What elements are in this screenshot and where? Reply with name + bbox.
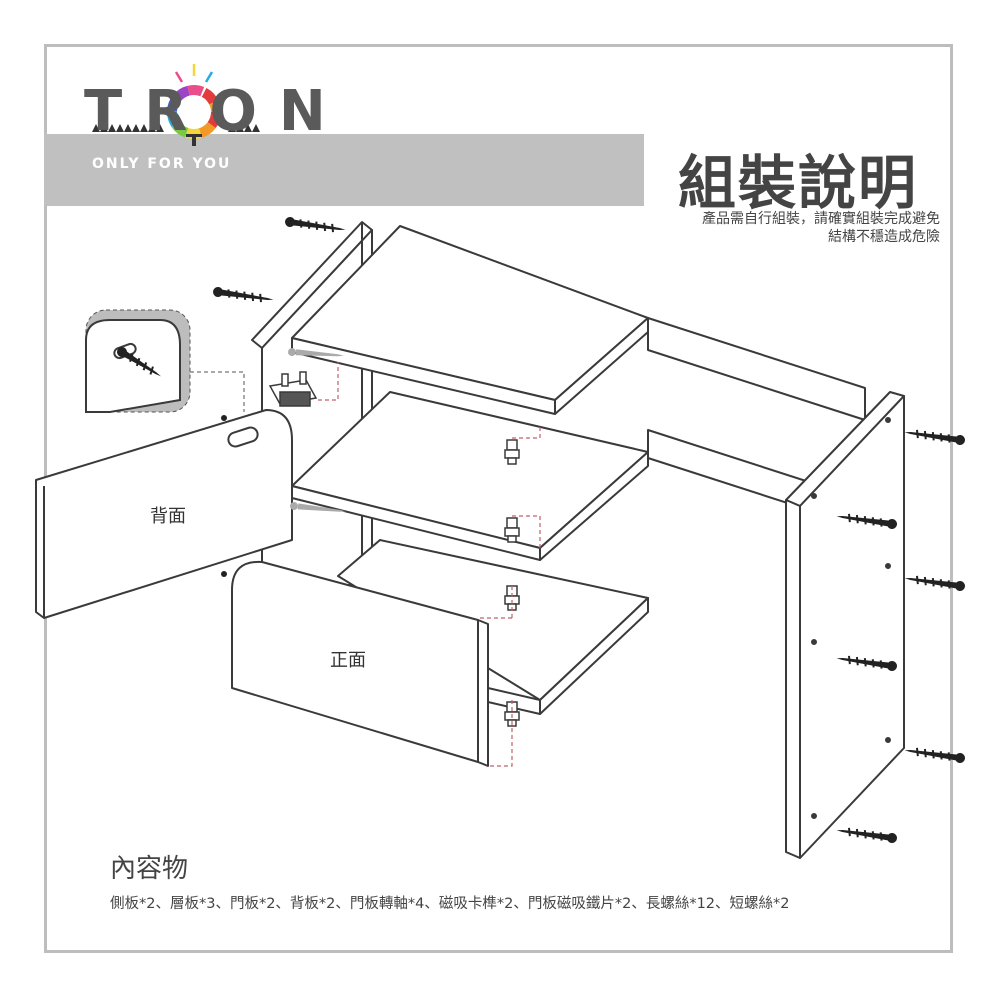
screw-icon (290, 502, 346, 512)
logo-text: TRON (84, 79, 348, 144)
logo-wordmark: TRON (84, 82, 348, 142)
hinge-pin (504, 517, 520, 543)
screw-icon (836, 513, 897, 529)
logo-triangles (92, 124, 260, 146)
contents-list: 側板*2、層板*3、門板*2、背板*2、門板轉軸*4、磁吸卡榫*2、門板磁吸鐵片… (110, 896, 790, 912)
logo-rays (174, 64, 214, 83)
assembly-notice: 產品需自行組裝，請確實組裝完成避免 結構不穩造成危險 (702, 210, 940, 246)
screws-left (117, 217, 346, 577)
top-shelf (291, 225, 649, 415)
screw-icon (213, 287, 274, 303)
screw-icon (221, 415, 227, 421)
screw-icon (904, 575, 965, 591)
back-strip-panel (647, 317, 866, 421)
front-door-panel (231, 560, 489, 767)
notice-line-2: 結構不穩造成危險 (828, 229, 940, 245)
detail-inset (85, 309, 245, 413)
title-background (650, 134, 950, 206)
screws-right (836, 429, 965, 843)
back-panel-label: 背面 (150, 506, 186, 527)
back-door-panel (35, 409, 293, 619)
middle-shelf (291, 391, 649, 561)
header-banner (44, 134, 644, 206)
screw-icon (836, 655, 897, 671)
magnetic-latch (268, 371, 318, 407)
screws-faded (288, 348, 346, 512)
screw-icon (285, 217, 346, 233)
screw-icon (904, 747, 965, 763)
screw-icon (836, 827, 897, 843)
screw-icon (288, 348, 344, 357)
hinge-pin (504, 439, 520, 465)
screw-icon (221, 571, 227, 577)
screw-icon (904, 429, 965, 445)
notice-line-1: 產品需自行組裝，請確實組裝完成避免 (702, 211, 940, 227)
alignment-guides (318, 362, 541, 767)
right-side-panel (785, 391, 905, 859)
screw-icon (117, 347, 162, 377)
front-panel-label: 正面 (330, 650, 366, 671)
contents-title: 內容物 (110, 854, 189, 884)
page-title: 組裝說明 (677, 149, 918, 217)
logo-tagline: ONLY FOR YOU (92, 156, 232, 172)
